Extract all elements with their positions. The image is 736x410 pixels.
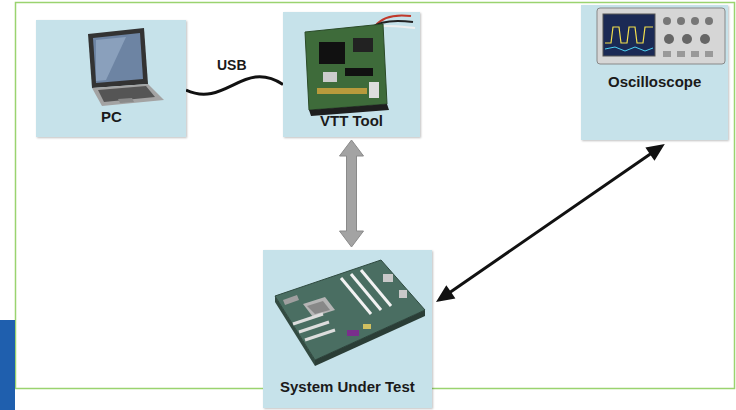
connector-label: USB (215, 57, 249, 73)
device-box: PC (36, 20, 186, 137)
device-box: Oscilloscope (581, 5, 728, 140)
connector (186, 77, 283, 94)
node-label: System Under Test (280, 378, 415, 396)
node-label: VTT Tool (320, 112, 383, 130)
connector (436, 144, 665, 302)
device-box: VTT Tool (283, 12, 420, 137)
side-bar (0, 320, 15, 410)
connector (340, 140, 364, 247)
node-label: Oscilloscope (608, 73, 701, 91)
node-label: PC (101, 108, 122, 126)
device-box: System Under Test (263, 250, 432, 408)
oscilloscope-icon (581, 5, 728, 140)
frame-border (16, 3, 735, 389)
